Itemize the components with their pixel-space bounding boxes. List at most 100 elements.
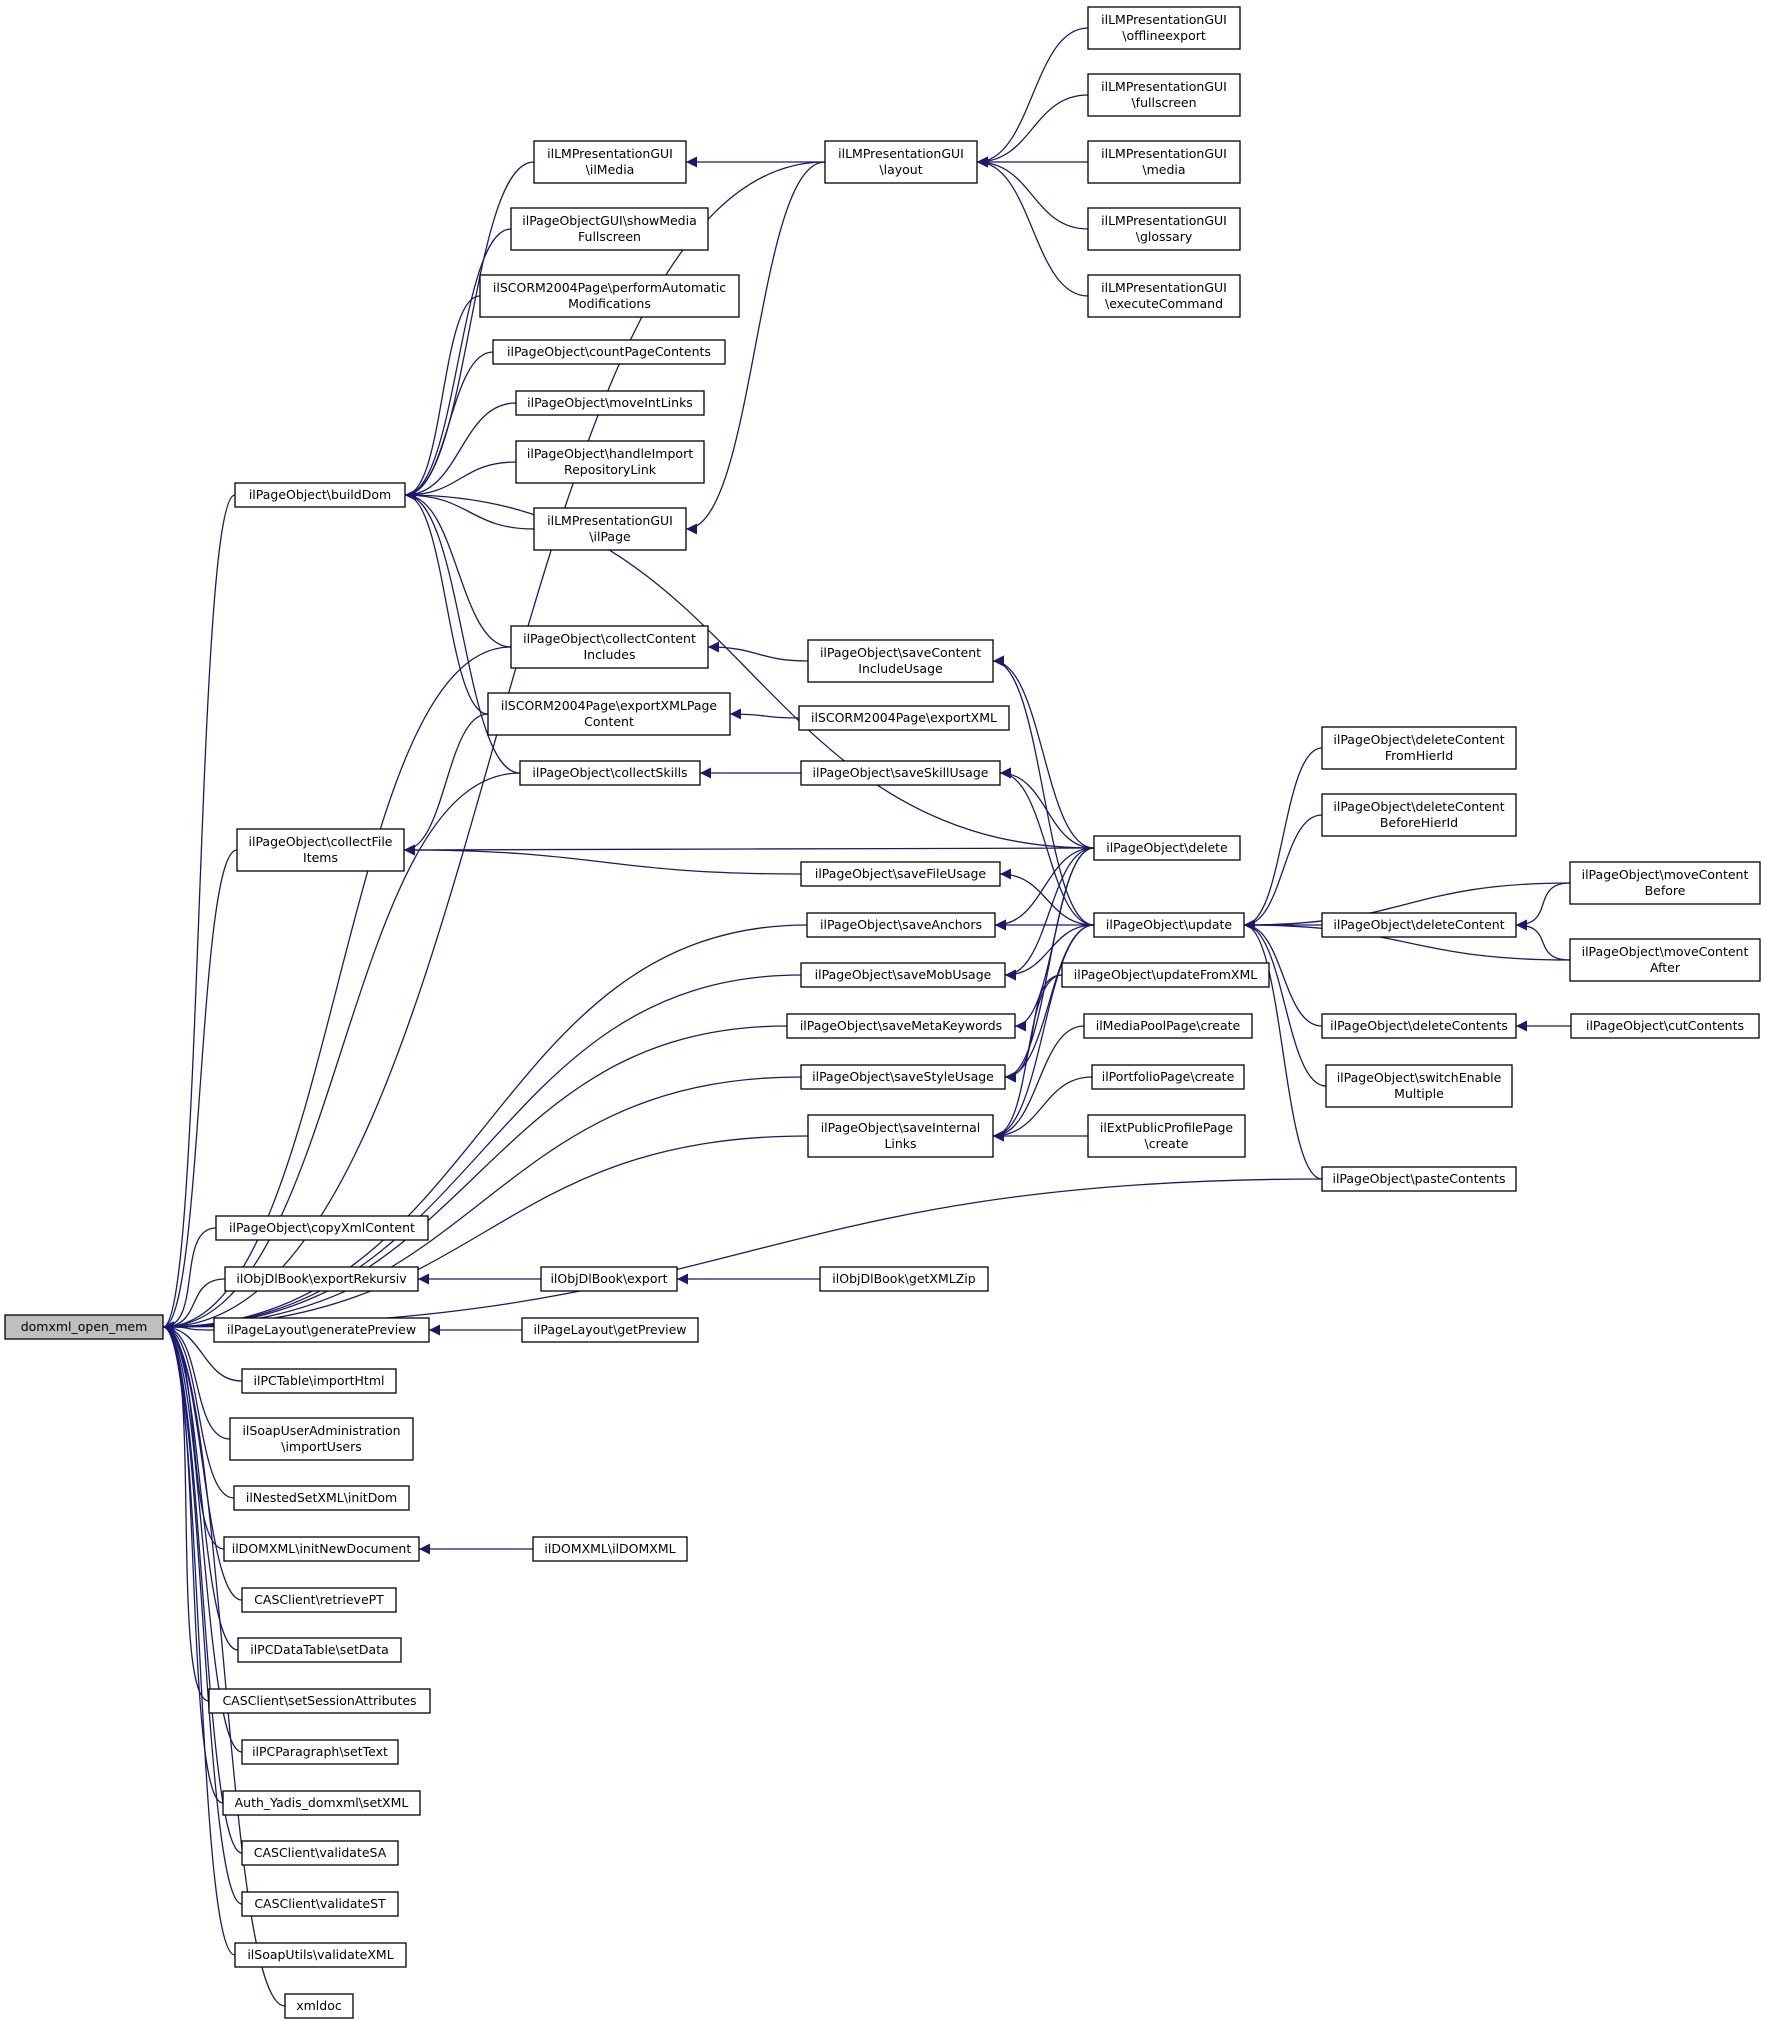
node-ilpage[interactable]: ilLMPresentationGUI\ilPage bbox=[533, 507, 687, 551]
node-cutcontents[interactable]: ilPageObject\cutContents bbox=[1570, 1013, 1760, 1039]
node-box bbox=[222, 1790, 421, 1816]
node-getpreview[interactable]: ilPageLayout\getPreview bbox=[521, 1317, 699, 1343]
edge-update-to-savefileusage bbox=[999, 868, 1095, 926]
edge-layout-to-domxml-open-mem bbox=[162, 161, 826, 1333]
node-label: ilNestedSetXML\initDom bbox=[246, 1490, 397, 1505]
node-label: ilLMPresentationGUI bbox=[1101, 213, 1227, 228]
node-box bbox=[236, 828, 405, 872]
node-label: \media bbox=[1142, 162, 1185, 177]
node-label: ilPageObject\deleteContent bbox=[1333, 732, 1504, 747]
node-label: ilPageLayout\generatePreview bbox=[227, 1322, 416, 1337]
node-generatepreview[interactable]: ilPageLayout\generatePreview bbox=[213, 1317, 430, 1343]
node-saveskillusage[interactable]: ilPageObject\saveSkillUsage bbox=[800, 760, 1001, 786]
node-deletecontents[interactable]: ilPageObject\deleteContents bbox=[1321, 1013, 1517, 1039]
node-label: ilPageObject\saveAnchors bbox=[820, 917, 982, 932]
node-offlineexport[interactable]: ilLMPresentationGUI\offlineexport bbox=[1087, 6, 1241, 50]
node-performautomatic[interactable]: ilSCORM2004Page\performAutomaticModifica… bbox=[479, 274, 740, 318]
edge-collectskills-to-builddom bbox=[404, 489, 521, 774]
edge-validatest-to-domxml-open-mem bbox=[162, 1321, 243, 1905]
node-box bbox=[241, 1891, 399, 1917]
node-mediapoolcreate[interactable]: ilMediaPoolPage\create bbox=[1083, 1013, 1253, 1039]
node-saveanchors[interactable]: ilPageObject\saveAnchors bbox=[806, 912, 996, 938]
node-exportxml[interactable]: ilSCORM2004Page\exportXML bbox=[798, 705, 1010, 731]
node-box bbox=[515, 390, 705, 416]
node-moveintlinks[interactable]: ilPageObject\moveIntLinks bbox=[515, 390, 705, 416]
node-update[interactable]: ilPageObject\update bbox=[1093, 912, 1245, 938]
node-box bbox=[519, 760, 701, 786]
edge-saveanchors-to-domxml-open-mem bbox=[162, 924, 808, 1333]
node-label: Fullscreen bbox=[578, 229, 641, 244]
node-importhtml[interactable]: ilPCTable\importHtml bbox=[241, 1368, 397, 1394]
node-setsessionattributes[interactable]: CASClient\setSessionAttributes bbox=[208, 1688, 431, 1714]
node-initnewdocument[interactable]: ilDOMXML\initNewDocument bbox=[223, 1536, 420, 1562]
node-label: \fullscreen bbox=[1131, 95, 1196, 110]
node-copyxmlcontent[interactable]: ilPageObject\copyXmlContent bbox=[215, 1215, 429, 1241]
node-setdata[interactable]: ilPCDataTable\setData bbox=[237, 1637, 402, 1663]
node-initdom[interactable]: ilNestedSetXML\initDom bbox=[233, 1485, 410, 1511]
node-glossary[interactable]: ilLMPresentationGUI\glossary bbox=[1087, 207, 1241, 251]
node-box bbox=[234, 1942, 407, 1968]
edge-mediapoolcreate-to-saveinternallinks bbox=[992, 1025, 1085, 1142]
edge-handleimport-to-builddom bbox=[404, 461, 517, 501]
node-validatexml[interactable]: ilSoapUtils\validateXML bbox=[234, 1942, 407, 1968]
node-executecommand[interactable]: ilLMPresentationGUI\executeCommand bbox=[1087, 274, 1241, 318]
edge-movecontentafter-to-deletecontent bbox=[1515, 919, 1571, 961]
node-fullscreen[interactable]: ilLMPresentationGUI\fullscreen bbox=[1087, 73, 1241, 117]
node-label: ilPageObject\deleteContent bbox=[1333, 799, 1504, 814]
node-domxml-open-mem[interactable]: domxml_open_mem bbox=[4, 1314, 164, 1340]
node-dlbookexport[interactable]: ilObjDlBook\export bbox=[540, 1266, 678, 1292]
node-lmp-media[interactable]: ilLMPresentationGUI\media bbox=[1087, 140, 1241, 184]
node-setxml[interactable]: Auth_Yadis_domxml\setXML bbox=[222, 1790, 421, 1816]
node-delete[interactable]: ilPageObject\delete bbox=[1093, 835, 1241, 861]
node-settext[interactable]: ilPCParagraph\setText bbox=[241, 1739, 399, 1765]
edge-deletecontentbeforehierid-to-update bbox=[1243, 814, 1323, 931]
node-builddom[interactable]: ilPageObject\buildDom bbox=[234, 482, 406, 508]
node-label: ilPCParagraph\setText bbox=[252, 1744, 388, 1759]
node-updatefromxml[interactable]: ilPageObject\updateFromXML bbox=[1061, 962, 1270, 988]
node-savestyleusage[interactable]: ilPageObject\saveStyleUsage bbox=[800, 1064, 1006, 1090]
node-label: \glossary bbox=[1136, 229, 1193, 244]
node-retrievept[interactable]: CASClient\retrievePT bbox=[241, 1587, 397, 1613]
node-savefileusage[interactable]: ilPageObject\saveFileUsage bbox=[800, 861, 1001, 887]
node-savemetakeywords[interactable]: ilPageObject\saveMetaKeywords bbox=[786, 1013, 1016, 1039]
node-ilmedia[interactable]: ilLMPresentationGUI\ilMedia bbox=[533, 140, 687, 184]
node-countpagecontents[interactable]: ilPageObject\countPageContents bbox=[492, 339, 726, 365]
node-getxmlzip[interactable]: ilObjDlBook\getXMLZip bbox=[819, 1266, 989, 1292]
node-box bbox=[533, 507, 687, 551]
node-collectskills[interactable]: ilPageObject\collectSkills bbox=[519, 760, 701, 786]
node-extpubliccreate[interactable]: ilExtPublicProfilePage\create bbox=[1087, 1114, 1246, 1158]
node-validatesa[interactable]: CASClient\validateSA bbox=[241, 1840, 399, 1866]
node-portfoliocreate[interactable]: ilPortfolioPage\create bbox=[1091, 1064, 1245, 1090]
node-deletecontent[interactable]: ilPageObject\deleteContent bbox=[1321, 912, 1517, 938]
node-ildomxmlctor[interactable]: ilDOMXML\ilDOMXML bbox=[532, 1536, 688, 1562]
node-savemobusage[interactable]: ilPageObject\saveMobUsage bbox=[800, 962, 1006, 988]
node-box bbox=[532, 1536, 688, 1562]
node-pastecontents[interactable]: ilPageObject\pasteContents bbox=[1321, 1166, 1517, 1192]
node-xmldoc[interactable]: xmldoc bbox=[284, 1993, 354, 2019]
edge-savecontentincludeusage-to-collectcontentincludes bbox=[707, 641, 809, 662]
node-label: ilObjDlBook\export bbox=[550, 1271, 667, 1286]
node-box bbox=[1091, 1064, 1245, 1090]
edge-exportxmlpagecontent-to-builddom bbox=[404, 489, 489, 715]
node-validatest[interactable]: CASClient\validateST bbox=[241, 1891, 399, 1917]
edge-settext-to-domxml-open-mem bbox=[162, 1321, 243, 1753]
node-label: BeforeHierId bbox=[1380, 815, 1458, 830]
node-layout[interactable]: ilLMPresentationGUI\layout bbox=[824, 140, 978, 184]
node-exportrekursiv[interactable]: ilObjDlBook\exportRekursiv bbox=[224, 1266, 419, 1292]
node-importusers[interactable]: ilSoapUserAdministration\importUsers bbox=[229, 1417, 414, 1461]
edge-update-to-saveinternallinks bbox=[992, 924, 1095, 1142]
node-box bbox=[1569, 861, 1761, 905]
